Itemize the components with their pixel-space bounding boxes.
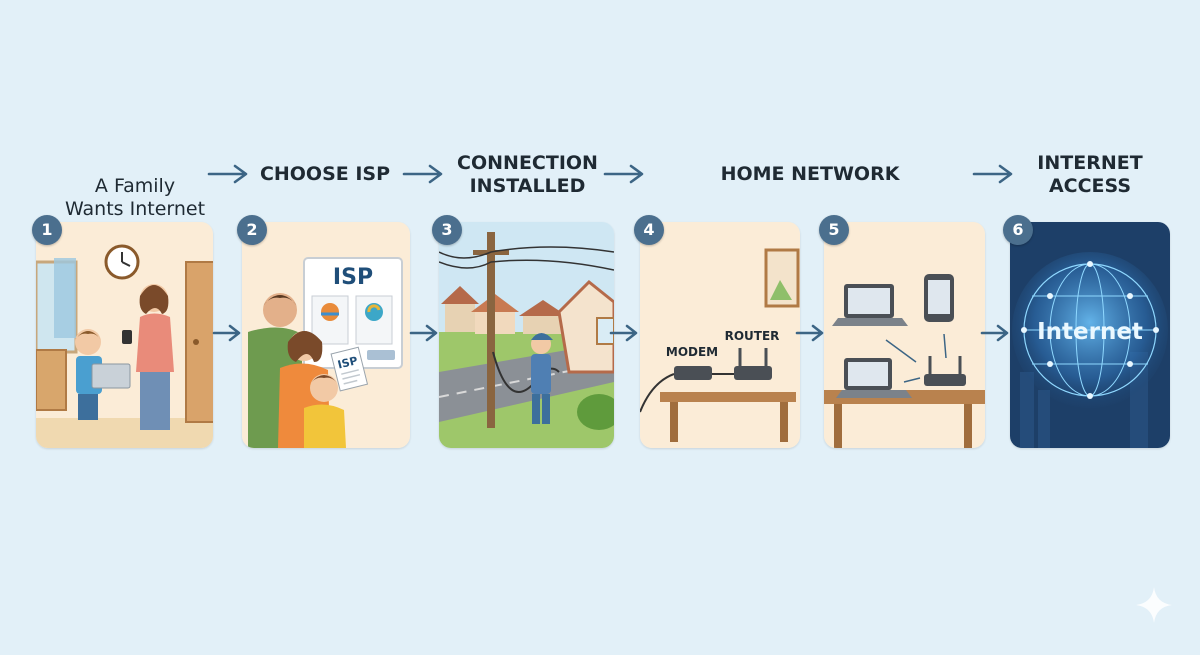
- panel-choose-isp: ISP ISP: [242, 222, 410, 448]
- modem-label: MODEM: [666, 345, 718, 359]
- step-6-title: INTERNET ACCESS: [1010, 152, 1170, 198]
- step-1-title: A Family Wants Internet: [40, 152, 230, 221]
- step-5-badge: 5: [819, 215, 849, 245]
- step-6-badge: 6: [1003, 215, 1033, 245]
- sparkle-icon: [1134, 585, 1174, 625]
- arrow-right-icon: [207, 162, 251, 186]
- panel-home-network-devices: [824, 222, 985, 448]
- arrow-right-icon: [980, 322, 1012, 344]
- arrow-right-icon: [603, 162, 647, 186]
- panel-modem-router: MODEM ROUTER: [640, 222, 800, 448]
- step-3-badge: 3: [432, 215, 462, 245]
- step-4-title: HOME NETWORK: [700, 163, 920, 186]
- router-label: ROUTER: [725, 329, 780, 343]
- arrow-right-icon: [795, 322, 827, 344]
- arrow-right-icon: [609, 322, 641, 344]
- internet-label: Internet: [1037, 319, 1143, 345]
- arrow-right-icon: [972, 162, 1016, 186]
- isp-sign-text: ISP: [333, 265, 373, 290]
- panel-connection-installed: [439, 222, 614, 448]
- arrow-right-icon: [409, 322, 441, 344]
- panel-internet: Internet: [1010, 222, 1170, 448]
- step-2-title: CHOOSE ISP: [245, 163, 405, 186]
- step-2-badge: 2: [237, 215, 267, 245]
- step-1-title-text: A Family Wants Internet: [65, 175, 205, 220]
- panel-family: [36, 222, 213, 448]
- step-1-badge: 1: [32, 215, 62, 245]
- step-3-title: CONNECTION INSTALLED: [445, 152, 610, 198]
- arrow-right-icon: [212, 322, 244, 344]
- step-4-badge: 4: [634, 215, 664, 245]
- arrow-right-icon: [402, 162, 446, 186]
